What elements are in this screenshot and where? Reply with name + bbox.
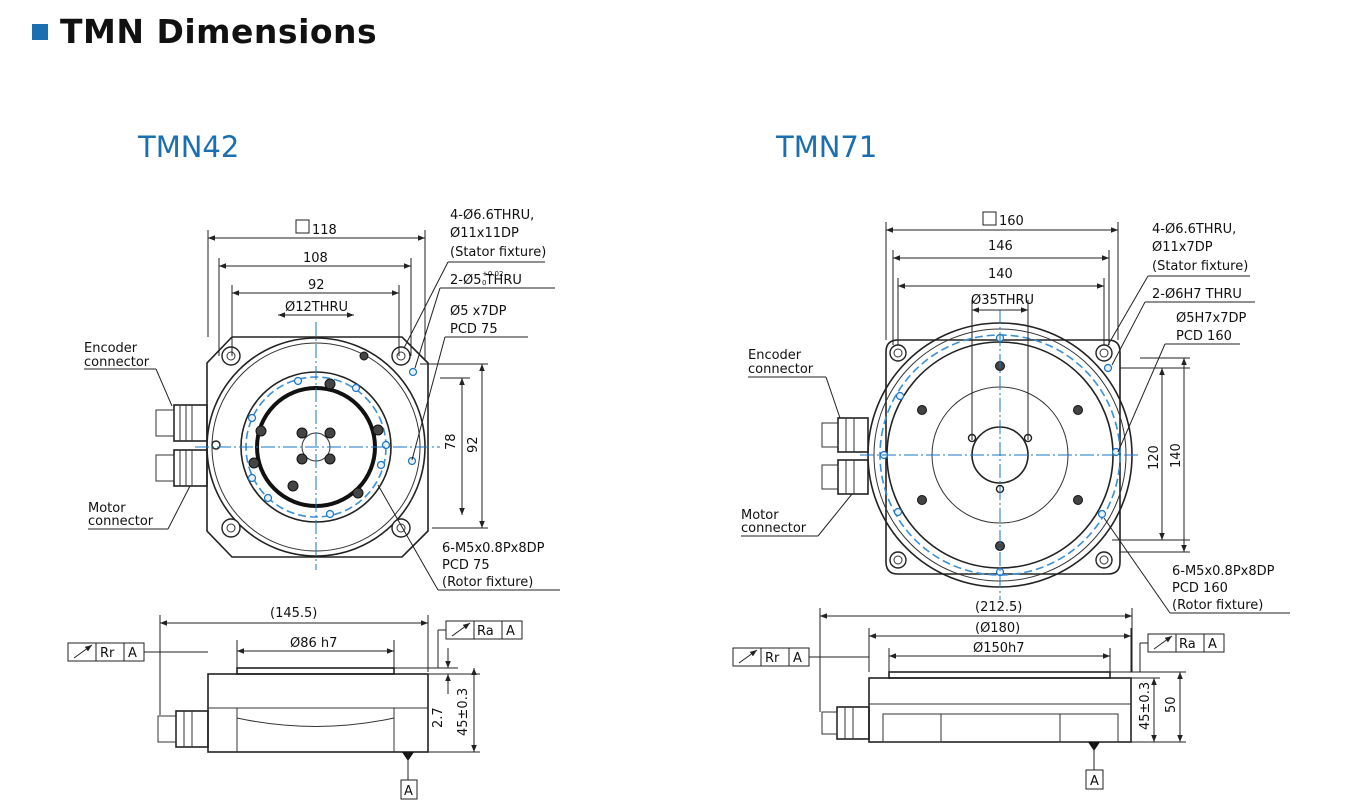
tmn42-tol-left-a: A bbox=[128, 646, 137, 661]
model-title-right: TMN71 bbox=[776, 130, 878, 164]
tmn71-dim-v140: 140 bbox=[1169, 443, 1184, 468]
tmn71-dim-146: 146 bbox=[988, 239, 1013, 254]
tmn71-housing bbox=[885, 339, 1121, 575]
tmn71-height-45: 45±0.3 bbox=[1138, 682, 1153, 730]
tmn42-dim-78: 78 bbox=[444, 433, 459, 450]
tmn42-datum-a: A bbox=[404, 784, 413, 799]
tmn42-rotor-note-2: PCD 75 bbox=[442, 558, 490, 573]
tmn42-stator-holes bbox=[221, 346, 411, 538]
tmn71-pin-dp: Ø5H7x7DP bbox=[1176, 311, 1247, 326]
tmn71-dim-thru: Ø35THRU bbox=[971, 293, 1034, 308]
tmn42-tol-right-ra: Ra bbox=[477, 624, 494, 639]
tmn71-dim-120: 120 bbox=[1147, 445, 1162, 470]
tmn42-rotor-note-3: (Rotor fixture) bbox=[442, 575, 533, 590]
tmn42-pin-dp: Ø5 x7DP bbox=[450, 304, 507, 319]
section-header: TMN Dimensions bbox=[32, 12, 377, 51]
tmn71-rotor-note-1: 6-M5x0.8Px8DP bbox=[1172, 564, 1275, 579]
tmn71-pin-thru: 2-Ø6H7 THRU bbox=[1152, 287, 1242, 302]
tmn42-tol-right-a: A bbox=[506, 624, 515, 639]
tmn42-pin-pcd: PCD 75 bbox=[450, 322, 498, 337]
tmn42-stator-note-1: 4-Ø6.6THRU, bbox=[450, 208, 534, 223]
tmn42-pin-thru: 2-Ø5 THRU bbox=[450, 273, 522, 288]
tmn42-dim-108: 108 bbox=[303, 251, 328, 266]
tmn71-dia-180: (Ø180) bbox=[975, 621, 1020, 636]
tmn71-top-view: 160 146 140 Ø35THRU 120 140 4-Ø6.6THRU, … bbox=[741, 211, 1290, 614]
tmn42-inner-bolts bbox=[211, 351, 384, 499]
tmn42-dim-v92: 92 bbox=[466, 436, 481, 453]
tmn42-dim-92: 92 bbox=[308, 278, 325, 293]
tmn71-stator-note-1: 4-Ø6.6THRU, bbox=[1152, 222, 1236, 237]
tmn42-motor-label-2: connector bbox=[88, 514, 154, 529]
model-title-left: TMN42 bbox=[138, 130, 240, 164]
tmn42-rotor-note-1: 6-M5x0.8Px8DP bbox=[442, 541, 545, 556]
tmn42-stator-note-2: Ø11x11DP bbox=[450, 226, 519, 241]
tmn71-datum-a: A bbox=[1090, 774, 1099, 789]
tmn71-motor-label-2: connector bbox=[741, 521, 807, 536]
tmn71-encoder-label-1: Encoder bbox=[748, 348, 802, 363]
tmn71-connectors bbox=[821, 417, 869, 495]
page-title: TMN Dimensions bbox=[60, 12, 378, 51]
tmn42-motor-label-1: Motor bbox=[88, 501, 126, 516]
tmn71-stator-note-2: Ø11x7DP bbox=[1152, 240, 1213, 255]
tmn71-rotor-holes bbox=[879, 333, 1121, 577]
tmn42-top-view: 118 108 92 Ø12THRU 78 92 4-Ø6.6THRU, Ø11… bbox=[84, 208, 560, 591]
tmn71-tol-left-rr: Rr bbox=[765, 651, 780, 666]
tmn42-height-45: 45±0.3 bbox=[456, 688, 471, 736]
tmn42-encoder-label-2: connector bbox=[84, 355, 150, 370]
tmn71-dim-160: 160 bbox=[999, 214, 1024, 229]
tmn71-tol-right-ra: Ra bbox=[1179, 637, 1196, 652]
tmn42-tol-left-rr: Rr bbox=[100, 646, 115, 661]
tmn71-tol-right-a: A bbox=[1208, 637, 1217, 652]
tmn42-side-view: (145.5) Ø86 h7 A Rr A Ra A bbox=[67, 606, 523, 800]
tmn42-stator-note-3: (Stator fixture) bbox=[450, 245, 546, 260]
tmn42-dim-thru: Ø12THRU bbox=[285, 300, 348, 315]
tmn71-motor-label-1: Motor bbox=[741, 508, 779, 523]
tmn71-inner-bolts bbox=[917, 361, 1083, 551]
tmn42-encoder-label-1: Encoder bbox=[84, 341, 138, 356]
tmn71-pilot-dia: Ø150h7 bbox=[973, 641, 1025, 656]
tmn42-pin-tol-bot: 0 bbox=[482, 279, 486, 287]
tmn42-overall-width: (145.5) bbox=[270, 606, 317, 621]
tmn71-stator-note-3: (Stator fixture) bbox=[1152, 259, 1248, 274]
tmn71-tol-left-a: A bbox=[793, 651, 802, 666]
tmn42-dim-118: 118 bbox=[312, 223, 337, 238]
tmn71-height-50: 50 bbox=[1164, 696, 1179, 713]
tmn71-stator-holes bbox=[889, 344, 1113, 569]
tmn71-side-view: (212.5) (Ø180) Ø150h7 A Rr A Ra A bbox=[732, 600, 1225, 790]
tmn71-overall-width: (212.5) bbox=[975, 600, 1022, 615]
tmn42-pilot-dia: Ø86 h7 bbox=[290, 636, 337, 651]
header-square-icon bbox=[32, 23, 48, 40]
tmn71-dim-140: 140 bbox=[988, 267, 1013, 282]
tmn42-height-2-7: 2.7 bbox=[431, 707, 446, 728]
tmn42-pin-tol-top: +0.02 bbox=[482, 270, 503, 278]
tmn71-pin-pcd: PCD 160 bbox=[1176, 329, 1232, 344]
tmn71-rotor-note-2: PCD 160 bbox=[1172, 581, 1228, 596]
tmn42-connectors bbox=[155, 404, 208, 487]
tmn71-rotor-note-3: (Rotor fixture) bbox=[1172, 598, 1263, 613]
tmn71-encoder-label-2: connector bbox=[748, 362, 814, 377]
